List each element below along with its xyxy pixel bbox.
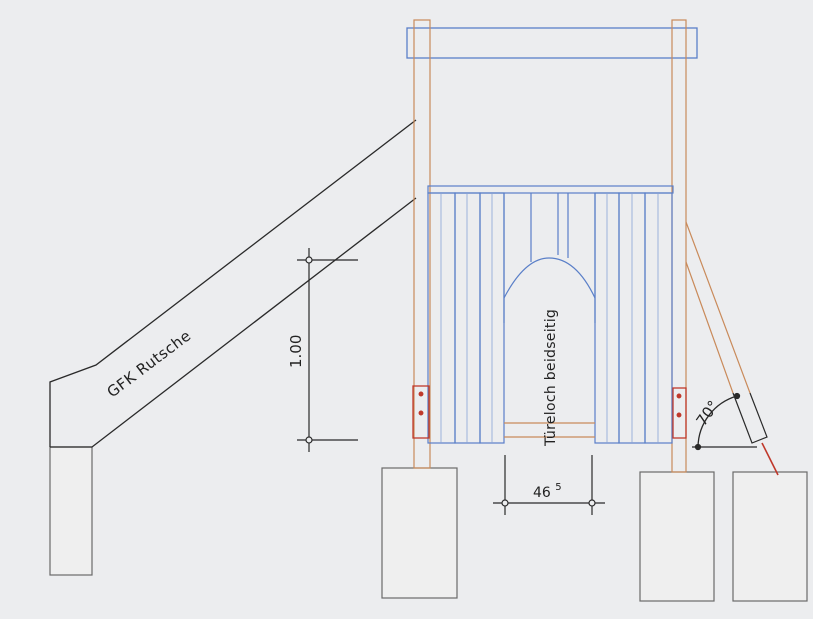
dim-point	[305, 256, 313, 264]
bracket-right	[672, 387, 687, 439]
dim-point	[501, 499, 509, 507]
angle-indicator	[692, 392, 757, 451]
left-post	[413, 19, 431, 469]
foundation-right-post	[639, 471, 715, 602]
post-brackets	[412, 385, 687, 439]
diagonal-brace	[685, 221, 779, 476]
height-dimension	[297, 248, 358, 452]
angle-label: 70°	[693, 397, 723, 429]
slide-outline	[49, 119, 417, 448]
wall-board-upper	[503, 193, 596, 323]
brace-lower	[732, 392, 768, 444]
brace-anchor	[761, 442, 779, 476]
angle-point	[694, 443, 702, 451]
wall-board	[644, 192, 673, 444]
slide	[49, 119, 417, 448]
foundation-slide	[49, 446, 93, 576]
bolt	[676, 412, 682, 418]
width-value: 46	[533, 485, 551, 501]
foundation-brace	[732, 471, 808, 602]
door-threshold	[504, 422, 595, 438]
foundation-left-post	[381, 467, 458, 599]
width-superscript: 5	[555, 482, 561, 493]
bolt	[418, 410, 424, 416]
width-label: 46 5	[533, 482, 562, 501]
bolt	[676, 393, 682, 399]
bracket-left	[412, 385, 430, 439]
width-dimension	[493, 455, 605, 515]
board-seams	[440, 193, 659, 443]
slide-label: GFK Rutsche	[104, 326, 195, 401]
door-hole-label: Türeloch beidseitig	[543, 309, 559, 447]
bolt	[418, 391, 424, 397]
wall-top-rail	[427, 185, 674, 194]
wall-board	[454, 192, 481, 444]
foundations	[49, 446, 808, 602]
dim-point	[588, 499, 596, 507]
top-beam	[406, 27, 698, 59]
height-label: 1.00	[287, 335, 305, 368]
right-post	[671, 19, 687, 473]
angle-point	[733, 392, 741, 400]
angle-arc	[697, 395, 738, 448]
wall-board	[427, 192, 456, 444]
dim-point	[305, 436, 313, 444]
brace-outline	[685, 221, 751, 394]
door-arch	[503, 257, 596, 299]
